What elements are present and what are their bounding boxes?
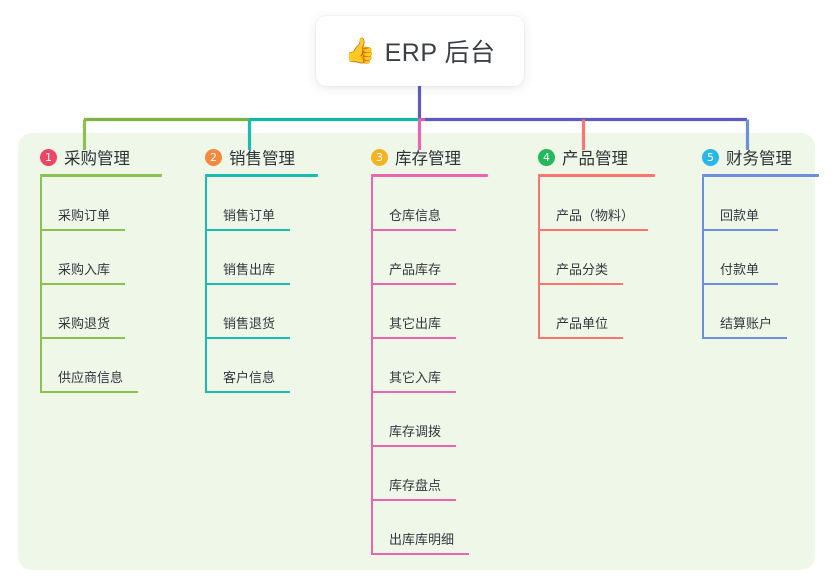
item-label: 客户信息 (223, 370, 276, 385)
branch-title: 采购管理 (64, 150, 130, 168)
item-underline (371, 445, 456, 447)
item-label: 销售出库 (223, 262, 276, 277)
item-label: 库存调拨 (389, 424, 442, 439)
branch-header-2[interactable]: 2 销售管理 (205, 145, 295, 169)
branch-index-badge: 5 (702, 148, 719, 166)
item-label: 库存盘点 (389, 478, 442, 493)
branch-title: 库存管理 (395, 150, 461, 168)
item-label: 出库库明细 (389, 532, 455, 547)
item-underline (702, 229, 778, 231)
item-underline (702, 337, 787, 339)
item-connector-stem (702, 177, 704, 231)
branch-header-3[interactable]: 3 库存管理 (371, 145, 461, 169)
item-label: 销售订单 (223, 208, 276, 223)
item-underline (40, 283, 125, 285)
item-connector-stem (371, 501, 373, 555)
branch-panel (18, 133, 815, 570)
item-underline (702, 283, 778, 285)
item-connector-stem (371, 339, 373, 393)
item-label: 供应商信息 (58, 370, 124, 385)
item-connector-stem (205, 285, 207, 339)
branch-columns: 1 采购管理采购订单采购入库采购退货供应商信息 2 销售管理销售订单销售出库销售退货客… (18, 133, 819, 570)
item-underline (205, 391, 290, 393)
item-underline (40, 229, 125, 231)
item-connector-stem (205, 339, 207, 393)
branch-index-badge: 3 (371, 148, 388, 166)
root-node-title: ERP 后台 (384, 39, 496, 67)
item-connector-stem (702, 285, 704, 339)
branch-underline (371, 174, 488, 177)
item-label: 其它出库 (389, 316, 442, 331)
item-label: 付款单 (720, 262, 760, 277)
item-label: 其它入库 (389, 370, 442, 385)
item-connector-stem (205, 231, 207, 285)
item-label: 仓库信息 (389, 208, 442, 223)
item-underline (371, 499, 456, 501)
item-connector-stem (702, 231, 704, 285)
item-connector-stem (40, 177, 42, 231)
item-underline (205, 337, 290, 339)
branch-index-badge: 4 (538, 148, 555, 166)
branch-header-4[interactable]: 4 产品管理 (538, 145, 628, 169)
item-label: 产品分类 (556, 262, 609, 277)
branch-underline (702, 174, 819, 177)
item-underline (371, 229, 456, 231)
item-connector-stem (40, 339, 42, 393)
branch-header-1[interactable]: 1 采购管理 (40, 145, 130, 169)
item-underline (538, 283, 623, 285)
branch-underline (205, 174, 318, 177)
item-label: 产品（物料） (556, 208, 635, 223)
item-label: 采购入库 (58, 262, 111, 277)
branch-underline (40, 174, 162, 177)
item-connector-stem (538, 285, 540, 339)
branch-underline (538, 174, 655, 177)
item-connector-stem (371, 447, 373, 501)
item-underline (40, 391, 138, 393)
item-connector-stem (538, 231, 540, 285)
item-underline (538, 229, 648, 231)
branch-title: 销售管理 (229, 150, 295, 168)
item-connector-stem (371, 177, 373, 231)
thumbs-up-icon: 👍 (344, 36, 376, 65)
item-underline (371, 391, 456, 393)
branch-title: 产品管理 (562, 150, 628, 168)
item-label: 产品库存 (389, 262, 442, 277)
item-label: 回款单 (720, 208, 760, 223)
item-connector-stem (538, 177, 540, 231)
item-connector-stem (40, 285, 42, 339)
item-underline (371, 283, 456, 285)
item-connector-stem (371, 285, 373, 339)
item-connector-stem (371, 393, 373, 447)
root-node-erp-backend[interactable]: 👍 ERP 后台 (316, 16, 524, 86)
item-label: 采购退货 (58, 316, 111, 331)
branch-index-badge: 1 (40, 148, 57, 166)
item-underline (205, 283, 290, 285)
item-connector-stem (371, 231, 373, 285)
branch-header-5[interactable]: 5 财务管理 (702, 145, 792, 169)
item-underline (205, 229, 290, 231)
item-underline (538, 337, 623, 339)
item-underline (371, 337, 456, 339)
item-underline (371, 553, 469, 555)
item-label: 产品单位 (556, 316, 609, 331)
item-label: 采购订单 (58, 208, 111, 223)
branch-index-badge: 2 (205, 148, 222, 166)
item-label: 结算账户 (720, 316, 773, 331)
branch-title: 财务管理 (726, 150, 792, 168)
item-underline (40, 337, 125, 339)
item-label: 销售退货 (223, 316, 276, 331)
item-connector-stem (205, 177, 207, 231)
item-connector-stem (40, 231, 42, 285)
